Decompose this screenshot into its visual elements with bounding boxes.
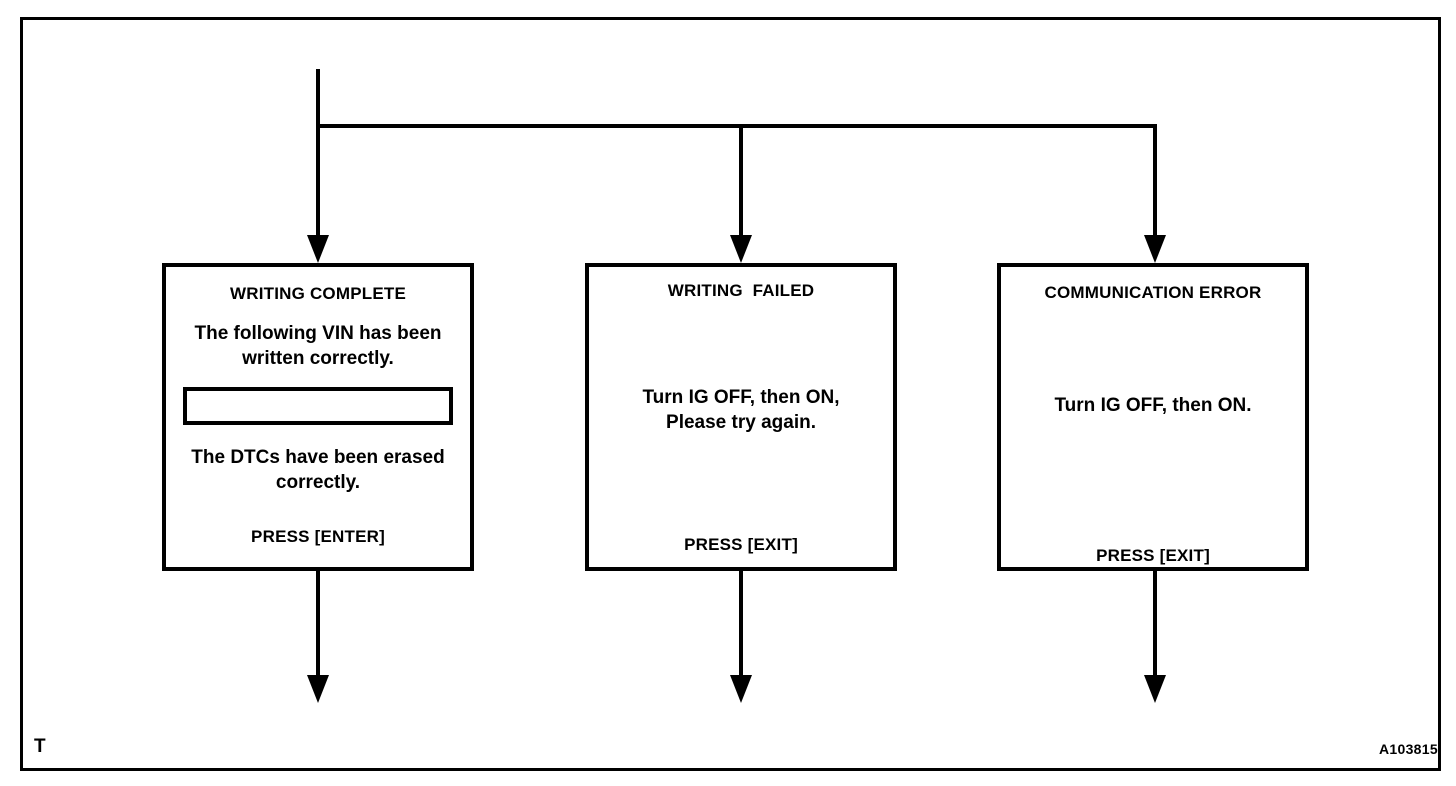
figure-reference-code: A103815 — [1379, 741, 1438, 757]
screen-message-dtc-erased: The DTCs have been erased correctly. — [191, 446, 445, 493]
screen-title-writing-failed: WRITING FAILED — [667, 281, 815, 300]
exit-arrow-3 — [1144, 675, 1166, 703]
branch-drop-line-2 — [739, 124, 743, 237]
branch-drop-line-1 — [316, 124, 320, 237]
exit-line-2 — [739, 570, 743, 677]
sheet-corner-mark: T — [34, 736, 46, 757]
screen-box-writing-complete: WRITING COMPLETE The following VIN has b… — [162, 263, 474, 571]
vin-value-field[interactable] — [183, 386, 453, 425]
screen-box-writing-failed: WRITING FAILED Turn IG OFF, then ON, Ple… — [585, 263, 897, 571]
screen-message-vin-written: The following VIN has been written corre… — [194, 322, 442, 369]
branch-bus-line — [316, 124, 1157, 128]
branch-arrow-2 — [730, 235, 752, 263]
exit-line-3 — [1153, 570, 1157, 677]
screen-footer-press-enter[interactable]: PRESS [ENTER] — [251, 527, 385, 546]
branch-arrow-3 — [1144, 235, 1166, 263]
branch-arrow-1 — [307, 235, 329, 263]
branch-drop-line-3 — [1153, 124, 1157, 237]
exit-line-1 — [316, 570, 320, 677]
figure-border — [20, 17, 1441, 771]
screen-footer-press-exit-failed[interactable]: PRESS [EXIT] — [684, 534, 798, 554]
exit-arrow-1 — [307, 675, 329, 703]
screen-footer-press-exit-comm[interactable]: PRESS [EXIT] — [1096, 545, 1210, 565]
exit-arrow-2 — [730, 675, 752, 703]
screen-title-communication-error: COMMUNICATION ERROR — [1044, 283, 1262, 302]
screen-box-communication-error: COMMUNICATION ERROR Turn IG OFF, then ON… — [997, 263, 1309, 571]
screen-title-writing-complete: WRITING COMPLETE — [229, 284, 407, 303]
inbound-trunk-line — [316, 69, 320, 128]
screen-message-retry: Turn IG OFF, then ON, Please try again. — [642, 386, 840, 433]
screen-message-ig-cycle: Turn IG OFF, then ON. — [1054, 394, 1252, 416]
